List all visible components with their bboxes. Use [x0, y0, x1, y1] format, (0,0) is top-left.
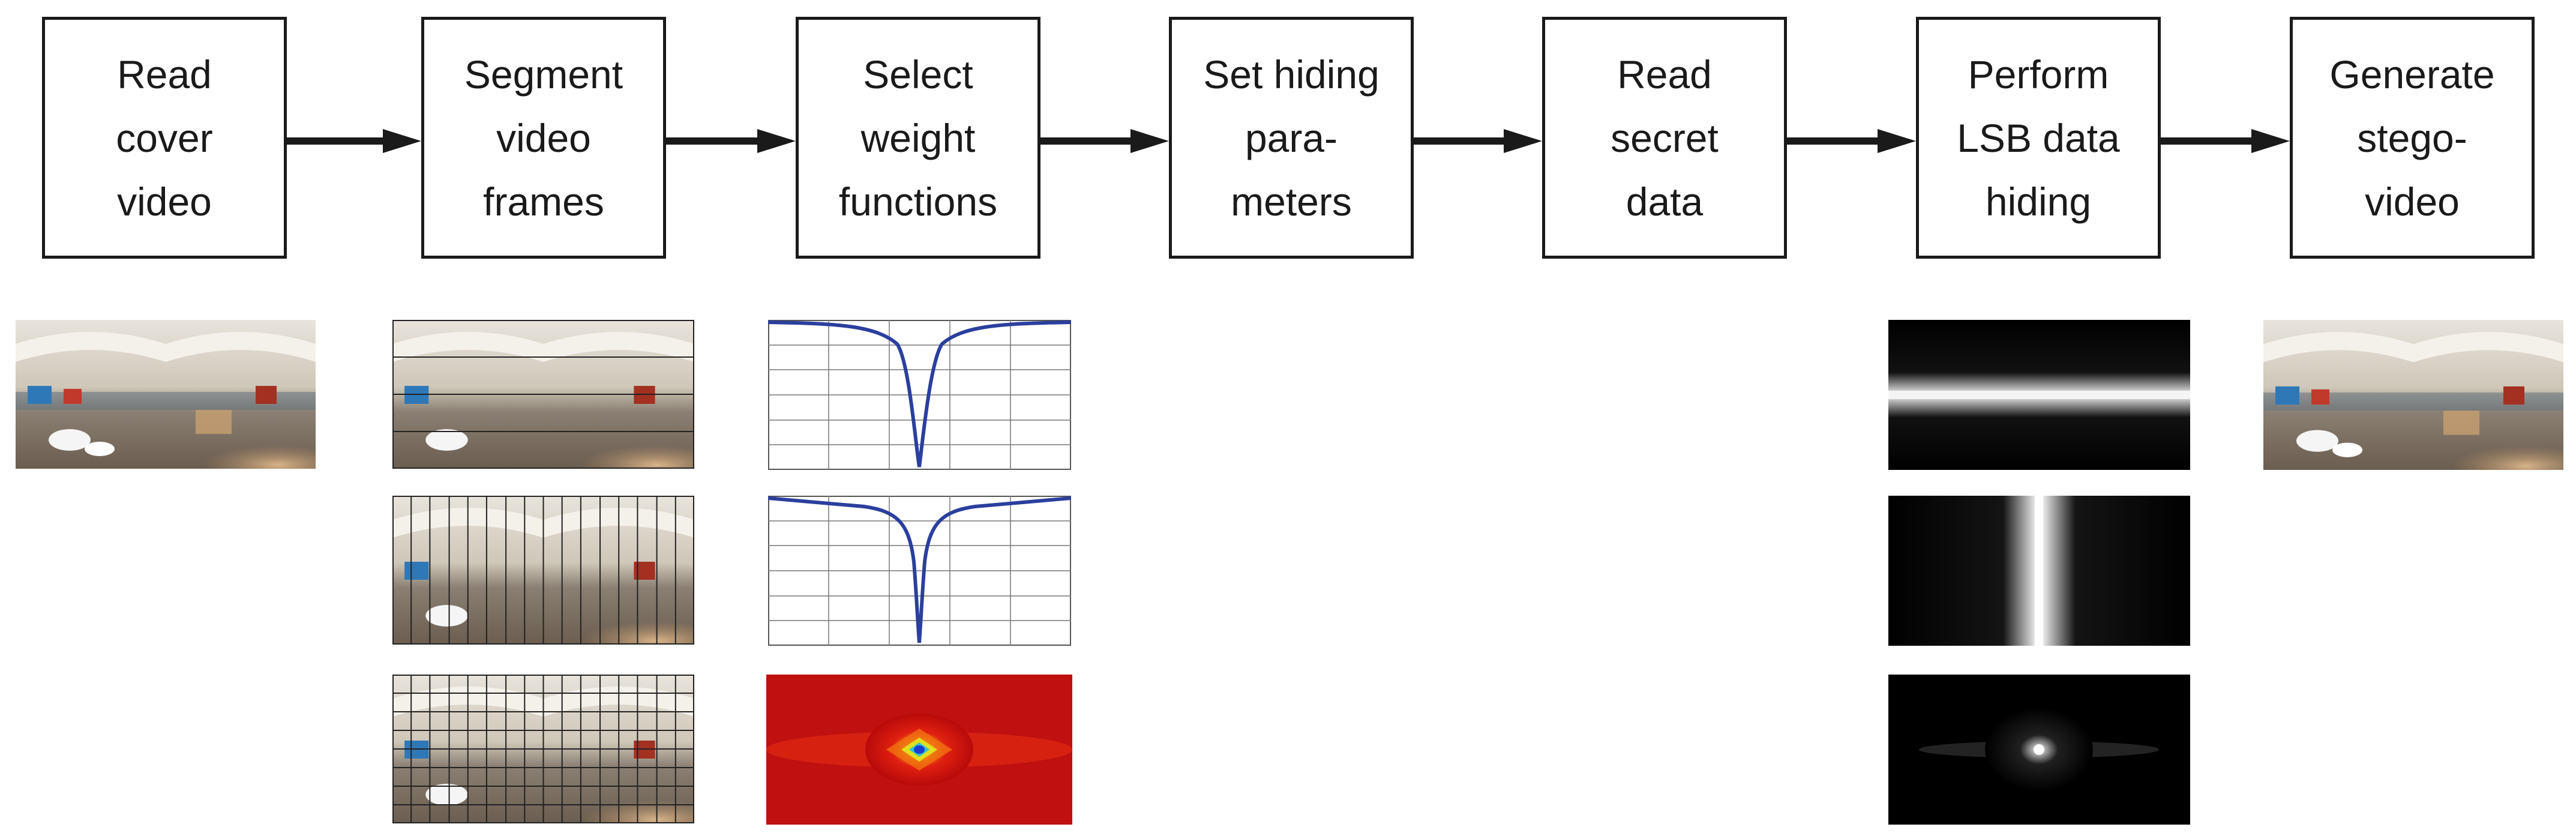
- lsb-pattern-horizontal: [1888, 320, 2190, 470]
- lsb-pattern-spot: [1888, 675, 2190, 825]
- flow-arrow: [2161, 129, 2290, 153]
- flow-arrow: [1414, 129, 1542, 153]
- flow-arrow: [1787, 129, 1916, 153]
- lsb-pattern-vertical: [1888, 496, 2190, 646]
- segmented-frame-grid: [392, 675, 694, 823]
- step-perform-lsb-data-hiding: Perform LSB data hiding: [1916, 17, 2161, 259]
- flow-arrow: [1040, 129, 1169, 153]
- step-label: Perform LSB data hiding: [1957, 52, 2120, 224]
- step-label: Generate stego- video: [2329, 52, 2495, 224]
- step-label: Segment video frames: [464, 52, 623, 224]
- segmented-frame-columns: [392, 496, 694, 645]
- step-read-secret-data: Read secret data: [1542, 17, 1787, 259]
- step-segment-video-frames: Segment video frames: [421, 17, 666, 259]
- step-select-weight-functions: Select weight functions: [796, 17, 1040, 259]
- cover-video-frame: [16, 320, 316, 469]
- step-label: Select weight functions: [838, 52, 998, 224]
- step-label: Read cover video: [116, 52, 213, 224]
- segmented-frame-rows: [392, 320, 694, 469]
- flow-arrow: [666, 129, 796, 153]
- step-label: Read secret data: [1611, 52, 1719, 224]
- step-label: Set hiding para- meters: [1203, 52, 1380, 224]
- step-generate-stego-video: Generate stego- video: [2290, 17, 2535, 259]
- weight-function-plot-2: [768, 496, 1071, 646]
- stego-video-frame: [2263, 320, 2563, 470]
- step-read-cover-video: Read cover video: [42, 17, 287, 259]
- step-set-hiding-parameters: Set hiding para- meters: [1169, 17, 1414, 259]
- weight-function-heatmap: [766, 675, 1072, 825]
- flow-arrow: [287, 129, 421, 153]
- weight-function-plot-1: [768, 320, 1071, 470]
